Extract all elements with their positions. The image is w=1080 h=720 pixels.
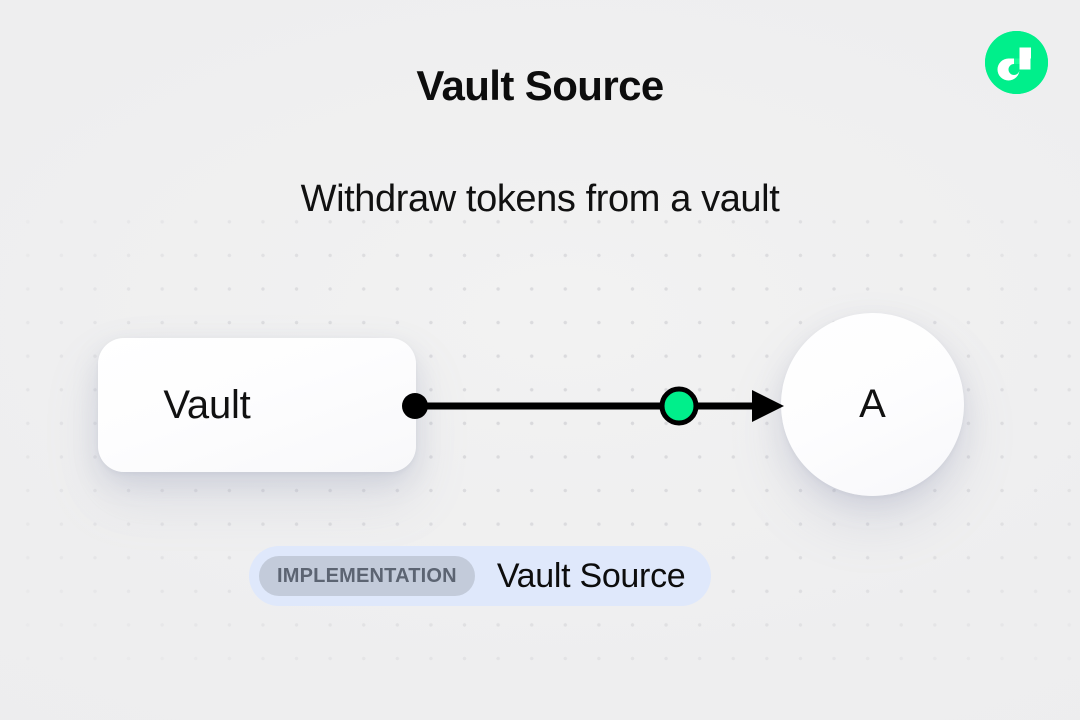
edge-midpoint-dot[interactable]	[659, 386, 699, 426]
flow-logo-icon[interactable]	[985, 31, 1048, 94]
page-title: Vault Source	[416, 62, 664, 109]
node-label: A	[859, 382, 886, 426]
page-subtitle: Withdraw tokens from a vault	[300, 178, 780, 220]
diagram-node-vault[interactable]: Vault	[98, 338, 416, 472]
diagram-node-a[interactable]: A	[781, 313, 964, 496]
implementation-tag-badge: IMPLEMENTATION	[259, 556, 475, 596]
node-label: Vault	[163, 382, 251, 427]
edge-arrow-head-icon	[752, 390, 784, 422]
implementation-name: Vault Source	[496, 556, 686, 595]
implementation-chip[interactable]: IMPLEMENTATION Vault Source	[249, 546, 712, 606]
